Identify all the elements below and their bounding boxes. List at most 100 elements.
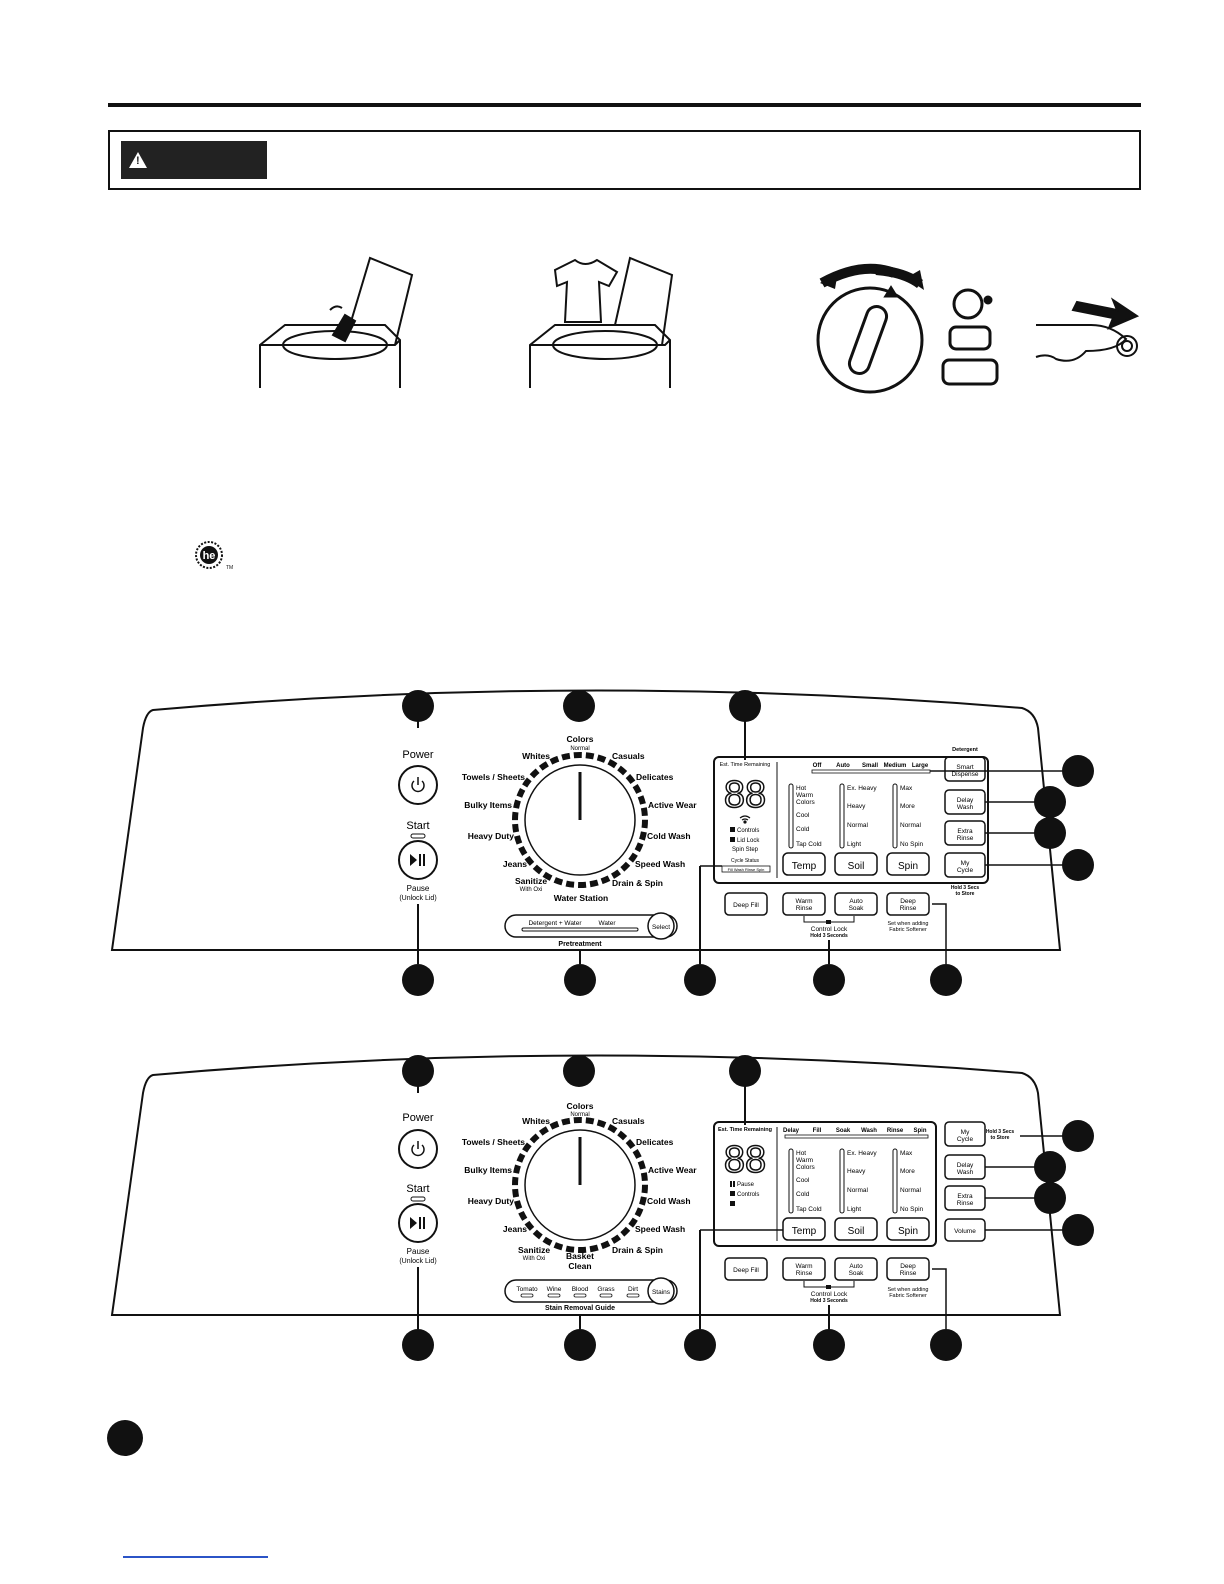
warm-rinse-button[interactable]: [782, 1257, 826, 1281]
soil-button[interactable]: [834, 852, 878, 876]
svg-text:Medium: Medium: [884, 763, 907, 769]
power-button[interactable]: [398, 765, 438, 805]
svg-text:Controls: Controls: [737, 828, 759, 834]
svg-text:Deep Fill: Deep Fill: [733, 1267, 759, 1274]
status-list: Controls Lid Lock Spin Step: [732, 828, 760, 853]
deep-fill-button[interactable]: [724, 892, 768, 916]
spin-button[interactable]: [886, 852, 930, 876]
deep-fill-button[interactable]: [724, 1257, 768, 1281]
soil-button[interactable]: [834, 1217, 878, 1241]
pause-label: Pause: [407, 1247, 430, 1256]
svg-text:Tap Cold: Tap Cold: [796, 1206, 822, 1213]
callout-marker: [1034, 1151, 1066, 1183]
top-rule: [108, 103, 1141, 107]
svg-text:Speed Wash: Speed Wash: [635, 1224, 685, 1234]
svg-text:Max: Max: [900, 1150, 913, 1157]
svg-text:Cool: Cool: [796, 1177, 810, 1184]
warm-rinse-button[interactable]: [782, 892, 826, 916]
svg-text:Normal: Normal: [847, 822, 869, 829]
callout-marker: [402, 1329, 434, 1361]
warning-badge: !: [121, 141, 267, 179]
svg-text:Small: Small: [862, 763, 878, 769]
svg-text:Deep: Deep: [900, 898, 916, 905]
power-label: Power: [402, 749, 434, 761]
svg-text:Warm: Warm: [795, 1263, 812, 1270]
svg-text:Fabric Softener: Fabric Softener: [889, 1293, 927, 1299]
callout-marker: [1034, 817, 1066, 849]
svg-text:Blood: Blood: [572, 1286, 589, 1293]
start-pause-button[interactable]: [398, 1203, 438, 1243]
svg-text:Volume: Volume: [954, 1228, 976, 1235]
svg-text:Casuals: Casuals: [612, 751, 645, 761]
my-cycle-button[interactable]: [944, 1121, 986, 1147]
deep-rinse-button[interactable]: [886, 1257, 930, 1281]
start-pause-button[interactable]: [398, 840, 438, 880]
illustrations: [259, 256, 1140, 394]
svg-text:Set when adding: Set when adding: [888, 921, 929, 927]
callout-marker: [1034, 786, 1066, 818]
svg-text:Speed Wash: Speed Wash: [635, 859, 685, 869]
svg-text:Deep: Deep: [900, 1263, 916, 1270]
svg-text:Cycle: Cycle: [957, 1136, 974, 1143]
svg-text:Casuals: Casuals: [612, 1116, 645, 1126]
play-pause-icon: [410, 1217, 417, 1229]
svg-text:Spin Step: Spin Step: [732, 847, 759, 853]
power-button[interactable]: [398, 1129, 438, 1169]
svg-text:he: he: [203, 550, 216, 562]
callout-marker: [1062, 755, 1094, 787]
callout-marker: [1062, 849, 1094, 881]
bottom-link-underline[interactable]: [123, 1556, 268, 1558]
svg-text:Heavy Duty: Heavy Duty: [468, 1196, 515, 1206]
svg-text:With Oxi: With Oxi: [520, 887, 543, 893]
svg-text:Est. Time Remaining: Est. Time Remaining: [718, 1127, 772, 1133]
auto-soak-button[interactable]: [834, 1257, 878, 1281]
svg-text:Detergent: Detergent: [952, 747, 978, 753]
svg-text:Rinse: Rinse: [900, 1270, 917, 1277]
smart-dispense-button[interactable]: [944, 756, 986, 782]
svg-text:Tomato: Tomato: [516, 1286, 538, 1293]
svg-text:Soak: Soak: [849, 1270, 865, 1277]
stains-button[interactable]: [647, 1277, 675, 1305]
svg-text:Rinse: Rinse: [957, 835, 974, 842]
svg-text:Soil: Soil: [848, 1226, 865, 1237]
stain-options: Tomato Wine Blood Grass Dirt: [516, 1286, 638, 1293]
dial-labels: Colors Normal Whites Casuals Towels / Sh…: [462, 1101, 697, 1271]
water-station-selector: [504, 914, 678, 938]
svg-text:Auto: Auto: [849, 898, 863, 905]
svg-text:Heavy: Heavy: [847, 803, 866, 810]
svg-text:Cold Wash: Cold Wash: [647, 831, 691, 841]
cycle-dial[interactable]: [512, 752, 648, 888]
pretreatment-label: Pretreatment: [558, 941, 602, 948]
time-display: 88: [724, 1139, 766, 1181]
stain-guide-label: Stain Removal Guide: [545, 1305, 615, 1312]
svg-text:My: My: [961, 860, 970, 867]
start-label: Start: [406, 1183, 429, 1195]
svg-text:Set when adding: Set when adding: [888, 1287, 929, 1293]
panel-outline: [110, 1054, 1062, 1316]
control-panel-a: Power Start Pause (Unlock Lid) Colors No…: [110, 689, 1094, 996]
svg-text:Whites: Whites: [522, 751, 550, 761]
svg-text:Light: Light: [847, 1206, 861, 1213]
lock-icon: [730, 827, 735, 832]
cycle-dial[interactable]: [512, 1117, 648, 1253]
svg-text:Jeans: Jeans: [503, 859, 527, 869]
svg-text:Bulky Items: Bulky Items: [464, 1165, 512, 1175]
svg-text:Extra: Extra: [957, 1193, 973, 1200]
deep-rinse-button[interactable]: [886, 892, 930, 916]
water-station-select-button[interactable]: [647, 912, 675, 940]
temp-button[interactable]: [782, 1217, 826, 1241]
soil-levels: Ex. Heavy Heavy Normal Light: [847, 785, 877, 848]
play-pause-icon: [410, 854, 417, 866]
callout-marker: [563, 690, 595, 722]
wifi-icon: [739, 815, 751, 824]
temp-button[interactable]: [782, 852, 826, 876]
spin-button[interactable]: [886, 1217, 930, 1241]
svg-text:Drain & Spin: Drain & Spin: [612, 878, 663, 888]
svg-text:Auto: Auto: [836, 763, 850, 769]
svg-text:Rinse: Rinse: [796, 1270, 813, 1277]
svg-text:Max: Max: [900, 785, 913, 792]
svg-text:Cycle: Cycle: [957, 867, 974, 874]
callout-marker: [402, 1055, 434, 1087]
svg-text:More: More: [900, 1168, 915, 1175]
auto-soak-button[interactable]: [834, 892, 878, 916]
